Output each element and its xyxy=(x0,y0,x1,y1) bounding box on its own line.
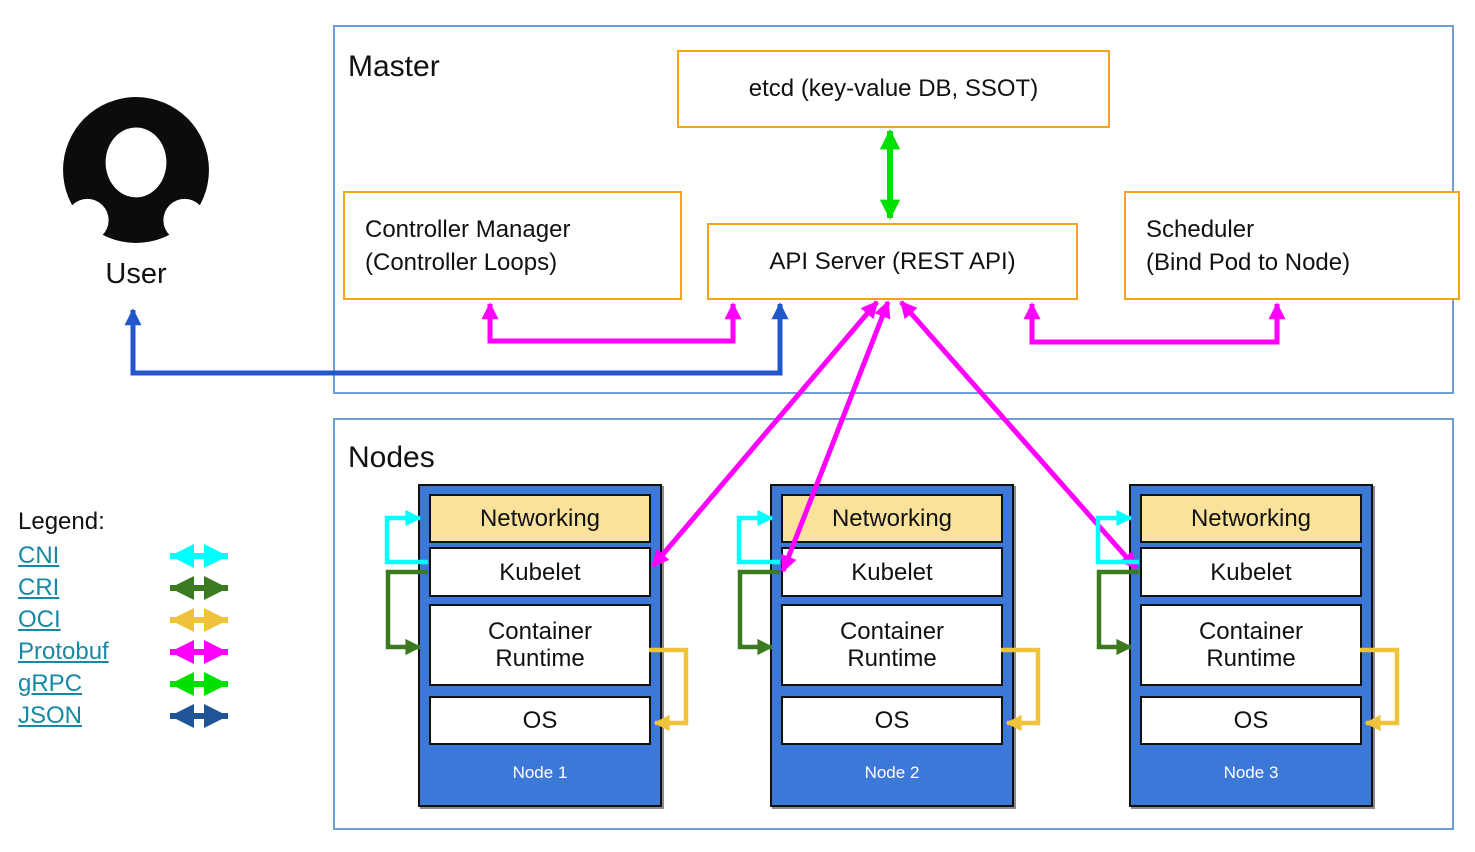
node1-name: Node 1 xyxy=(512,763,568,782)
node1-networking-layer: Networking xyxy=(429,494,651,543)
etcd-label: etcd (key-value DB, SSOT) xyxy=(748,75,1039,102)
protobuf-arrow-sample xyxy=(170,640,228,664)
cni-arrow-sample xyxy=(170,544,228,568)
scheduler-label: Scheduler xyxy=(1146,215,1255,243)
os-label: OS xyxy=(522,707,558,734)
kubelet-label: Kubelet xyxy=(851,558,933,586)
legend-link-cni[interactable]: CNI xyxy=(18,542,60,569)
node3-kubelet-layer: Kubelet xyxy=(1140,547,1362,597)
node3-os-layer: OS xyxy=(1140,696,1362,745)
legend-title: Legend: xyxy=(18,508,105,535)
legend-link-json[interactable]: JSON xyxy=(18,702,83,729)
legend-row-protobuf: Protobuf xyxy=(18,636,258,668)
node3-container-runtime-layer: Container Runtime xyxy=(1140,604,1362,686)
node-2: Networking Kubelet Container Runtime OS … xyxy=(770,484,1014,807)
master-title: Master xyxy=(348,50,440,83)
node-3: Networking Kubelet Container Runtime OS … xyxy=(1129,484,1373,807)
scheduler-box: Scheduler (Bind Pod to Node) xyxy=(1124,191,1460,300)
legend-row-json: JSON xyxy=(18,700,258,732)
os-label: OS xyxy=(1233,707,1269,734)
legend-link-oci[interactable]: OCI xyxy=(18,606,61,633)
legend-link-protobuf[interactable]: Protobuf xyxy=(18,638,109,665)
networking-label: Networking xyxy=(479,505,601,532)
etcd-box: etcd (key-value DB, SSOT) xyxy=(677,50,1110,128)
cri-arrow-sample xyxy=(170,576,228,600)
node3-name: Node 3 xyxy=(1223,763,1279,782)
legend-row-oci: OCI xyxy=(18,604,258,636)
legend-row-cni: CNI xyxy=(18,540,258,572)
legend-link-cri[interactable]: CRI xyxy=(18,574,60,601)
legend-link-grpc[interactable]: gRPC xyxy=(18,670,83,697)
node2-os-layer: OS xyxy=(781,696,1003,745)
container-runtime-label: Container Runtime xyxy=(487,618,593,672)
node-1: Networking Kubelet Container Runtime OS … xyxy=(418,484,662,807)
nodes-title: Nodes xyxy=(348,441,435,474)
os-label: OS xyxy=(874,707,910,734)
node2-networking-layer: Networking xyxy=(781,494,1003,543)
api-server-box: API Server (REST API) xyxy=(707,223,1078,300)
node3-networking-layer: Networking xyxy=(1140,494,1362,543)
container-runtime-label: Container Runtime xyxy=(839,618,945,672)
node2-container-runtime-layer: Container Runtime xyxy=(781,604,1003,686)
oci-arrow-sample xyxy=(170,608,228,632)
json-arrow-sample xyxy=(170,704,228,728)
user-label: User xyxy=(105,258,167,290)
legend: Legend: CNI CRI OCI Protobuf xyxy=(18,508,258,732)
controller-manager-label: Controller Manager xyxy=(365,215,571,243)
node2-name: Node 2 xyxy=(864,763,920,782)
scheduler-sublabel: (Bind Pod to Node) xyxy=(1146,248,1351,276)
node1-os-layer: OS xyxy=(429,696,651,745)
kubelet-label: Kubelet xyxy=(1210,558,1292,586)
legend-row-cri: CRI xyxy=(18,572,258,604)
node1-container-runtime-layer: Container Runtime xyxy=(429,604,651,686)
node2-kubelet-layer: Kubelet xyxy=(781,547,1003,597)
node1-kubelet-layer: Kubelet xyxy=(429,547,651,597)
controller-manager-sublabel: (Controller Loops) xyxy=(365,248,558,276)
kubelet-label: Kubelet xyxy=(499,558,581,586)
user-figure: User xyxy=(60,94,212,290)
controller-manager-box: Controller Manager (Controller Loops) xyxy=(343,191,682,300)
legend-row-grpc: gRPC xyxy=(18,668,258,700)
networking-label: Networking xyxy=(831,505,953,532)
user-icon xyxy=(63,97,209,243)
networking-label: Networking xyxy=(1190,505,1312,532)
api-server-label: API Server (REST API) xyxy=(769,247,1016,275)
container-runtime-label: Container Runtime xyxy=(1198,618,1304,672)
grpc-arrow-sample xyxy=(170,672,228,696)
nodes-frame xyxy=(333,418,1454,830)
